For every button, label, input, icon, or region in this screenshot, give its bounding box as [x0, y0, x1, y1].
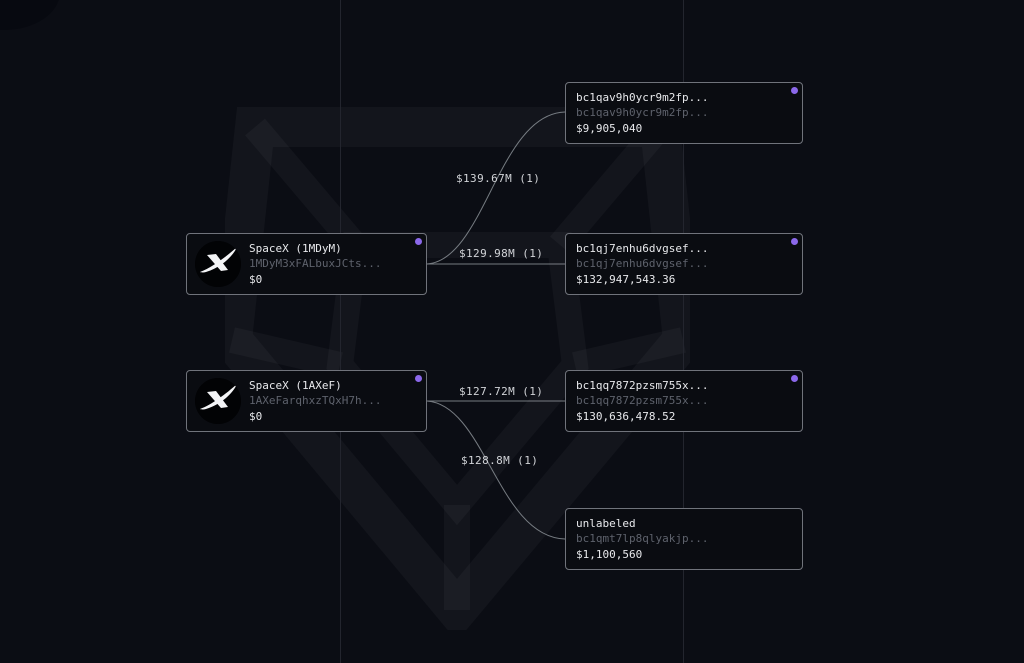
pin-dot — [791, 375, 798, 382]
node-balance: $9,905,040 — [576, 121, 643, 135]
edge-amount-label[interactable]: $129.98M (1) — [459, 247, 544, 260]
pin-dot — [791, 238, 798, 245]
node-title: SpaceX (1AXeF) — [249, 378, 342, 392]
graph-node-bc1qq78[interactable]: bc1qq7872pzsm755x... bc1qq7872pzsm755x..… — [565, 370, 803, 432]
node-address: bc1qmt7lp8qlyakjp... — [576, 532, 709, 546]
spacex-x-logo-icon — [195, 378, 241, 424]
node-title: unlabeled — [576, 516, 636, 530]
node-balance: $130,636,478.52 — [576, 409, 676, 423]
edge-amount-label[interactable]: $128.8M (1) — [461, 454, 539, 467]
node-address: bc1qq7872pzsm755x... — [576, 394, 709, 408]
node-balance: $0 — [249, 409, 263, 423]
edge-amount-label[interactable]: $127.72M (1) — [459, 385, 544, 398]
node-address: 1MDyM3xFALbuxJCts... — [249, 257, 382, 271]
edge-spacex1axef-to-unlabeled[interactable] — [426, 400, 566, 540]
node-title: bc1qq7872pzsm755x... — [576, 378, 709, 392]
edge-amount-label[interactable]: $139.67M (1) — [456, 172, 541, 185]
graph-node-spacex-1axef[interactable]: SpaceX (1AXeF) 1AXeFarqhxzTQxH7h... $0 — [186, 370, 427, 432]
graph-node-bc1qj7[interactable]: bc1qj7enhu6dvgsef... bc1qj7enhu6dvgsef..… — [565, 233, 803, 295]
node-title: bc1qav9h0ycr9m2fp... — [576, 90, 709, 104]
node-title: bc1qj7enhu6dvgsef... — [576, 241, 709, 255]
node-address: 1AXeFarqhxzTQxH7h... — [249, 394, 382, 408]
pin-dot — [415, 238, 422, 245]
graph-node-spacex-1mdym[interactable]: SpaceX (1MDyM) 1MDyM3xFALbuxJCts... $0 — [186, 233, 427, 295]
node-address: bc1qj7enhu6dvgsef... — [576, 257, 709, 271]
spacex-x-logo-icon — [195, 241, 241, 287]
node-balance: $0 — [249, 272, 263, 286]
node-title: SpaceX (1MDyM) — [249, 241, 342, 255]
edge-spacex1mdym-to-bc1qav[interactable] — [426, 111, 566, 265]
graph-node-unlabeled[interactable]: unlabeled bc1qmt7lp8qlyakjp... $1,100,56… — [565, 508, 803, 570]
pin-dot — [415, 375, 422, 382]
column-guide-right — [683, 0, 684, 663]
column-guide-left — [340, 0, 341, 663]
node-address: bc1qav9h0ycr9m2fp... — [576, 106, 709, 120]
node-balance: $1,100,560 — [576, 547, 643, 561]
node-balance: $132,947,543.36 — [576, 272, 676, 286]
graph-node-bc1qav[interactable]: bc1qav9h0ycr9m2fp... bc1qav9h0ycr9m2fp..… — [565, 82, 803, 144]
pin-dot — [791, 87, 798, 94]
